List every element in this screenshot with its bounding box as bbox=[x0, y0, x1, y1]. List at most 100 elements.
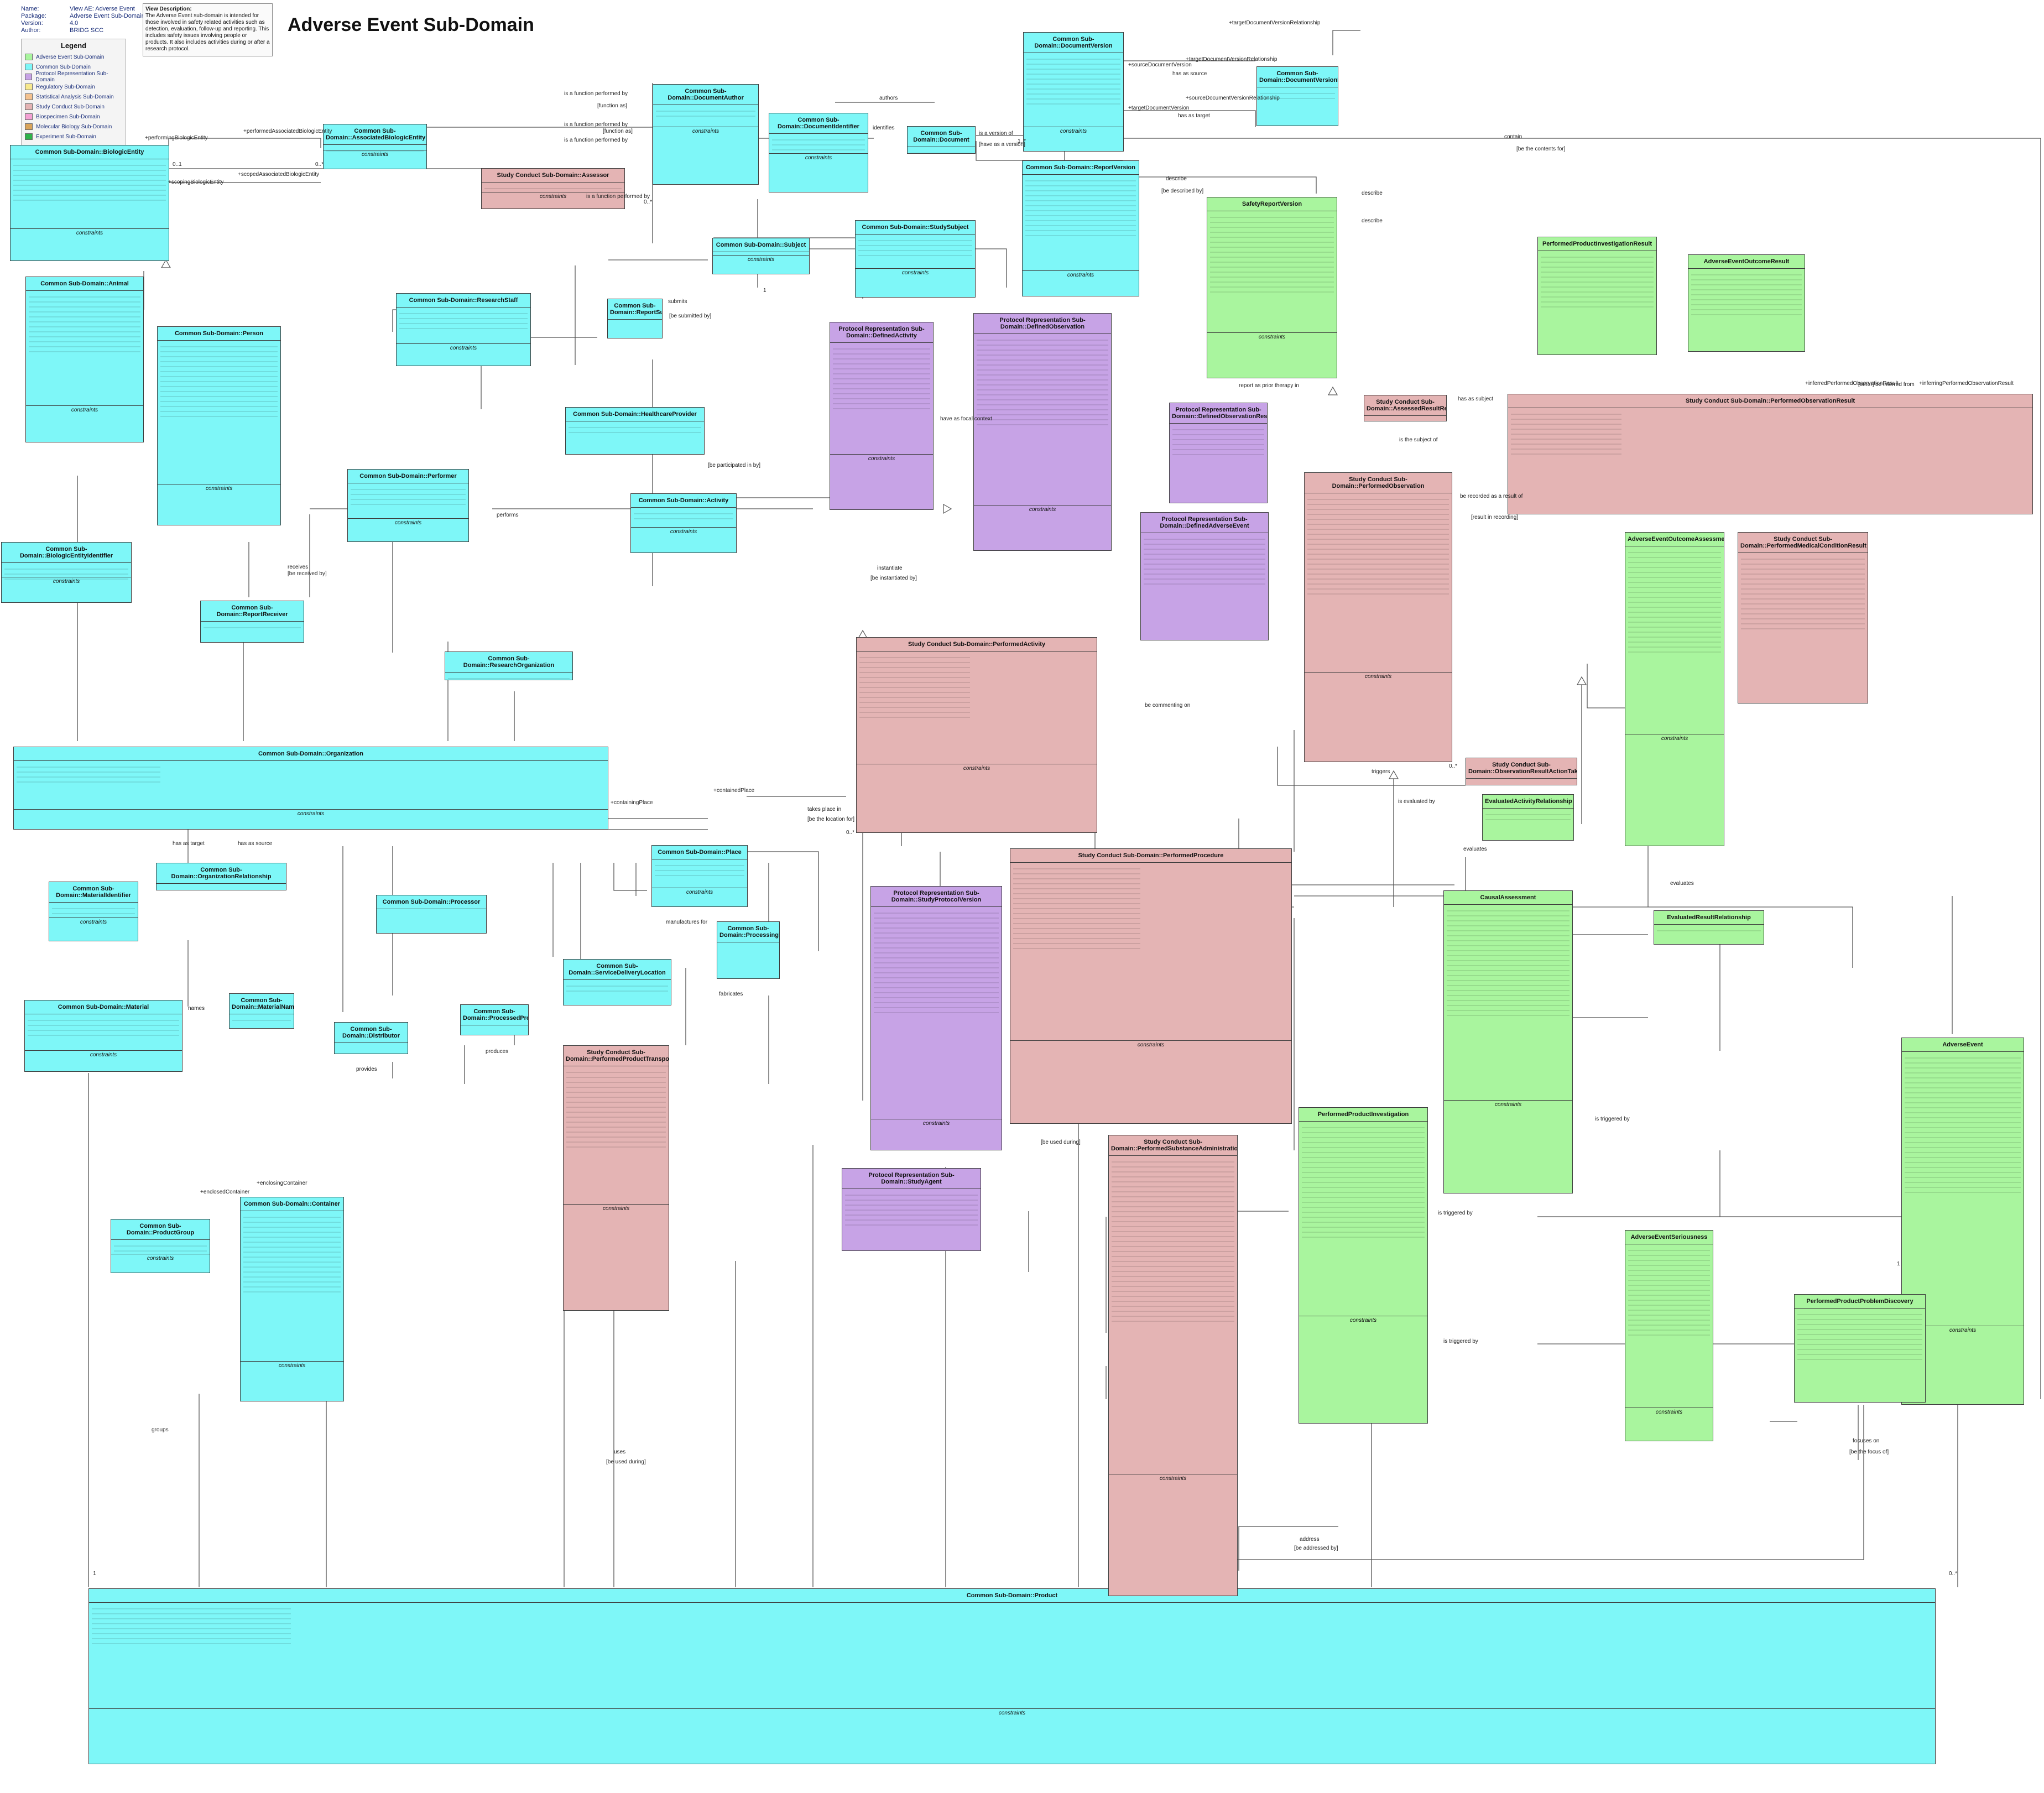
assoc-label: [be addressed by] bbox=[1294, 1545, 1338, 1551]
class-processing-site[interactable]: Common Sub-Domain::ProcessingSite bbox=[717, 921, 780, 979]
link-line bbox=[1206, 1405, 1864, 1560]
class-product-group[interactable]: Common Sub-Domain::ProductGroup constrai… bbox=[111, 1219, 210, 1273]
assoc-label: [be submitted by] bbox=[669, 313, 712, 319]
class-product[interactable]: Common Sub-Domain::Product constraints bbox=[88, 1588, 1936, 1764]
assoc-label: +sourceDocumentVersion bbox=[1128, 62, 1192, 68]
class-biologic-entity[interactable]: Common Sub-Domain::BiologicEntity constr… bbox=[10, 145, 169, 261]
class-person[interactable]: Common Sub-Domain::Person constraints bbox=[157, 326, 281, 525]
assoc-label: produces bbox=[486, 1049, 509, 1055]
class-report-version[interactable]: Common Sub-Domain::ReportVersion constra… bbox=[1022, 160, 1139, 296]
class-adverse-event-outcome-assessment[interactable]: AdverseEventOutcomeAssessment constraint… bbox=[1625, 532, 1724, 846]
class-performed-product-problem-discovery[interactable]: PerformedProductProblemDiscovery bbox=[1794, 1294, 1926, 1403]
class-adverse-event-outcome-result[interactable]: AdverseEventOutcomeResult bbox=[1688, 254, 1805, 352]
multiplicity-label: 1 bbox=[1897, 1261, 1900, 1267]
class-performed-product-investigation-result[interactable]: PerformedProductInvestigationResult bbox=[1537, 237, 1657, 355]
assoc-label: be recorded as a result of bbox=[1460, 493, 1523, 499]
class-study-agent[interactable]: Protocol Representation Sub-Domain::Stud… bbox=[842, 1168, 981, 1251]
class-material[interactable]: Common Sub-Domain::Material constraints bbox=[24, 1000, 182, 1072]
legend-swatch bbox=[25, 74, 33, 80]
assoc-label: +targetDocumentVersionRelationship bbox=[1229, 20, 1321, 26]
assoc-label: [be used during] bbox=[1041, 1139, 1081, 1145]
assoc-label: manufactures for bbox=[666, 919, 708, 925]
class-defined-observation[interactable]: Protocol Representation Sub-Domain::Defi… bbox=[973, 313, 1112, 551]
assoc-label: address bbox=[1300, 1536, 1320, 1542]
class-adverse-event-seriousness[interactable]: AdverseEventSeriousness constraints bbox=[1625, 1230, 1713, 1441]
legend-item: Biospecimen Sub-Domain bbox=[25, 112, 122, 122]
class-performed-observation[interactable]: Study Conduct Sub-Domain::PerformedObser… bbox=[1304, 472, 1452, 762]
legend-swatch bbox=[25, 113, 33, 120]
assoc-label: is a function performed by bbox=[564, 137, 628, 143]
assoc-label: have as focal context bbox=[940, 416, 992, 422]
class-container[interactable]: Common Sub-Domain::Container constraints bbox=[240, 1197, 344, 1401]
assoc-label: fabricates bbox=[719, 991, 743, 997]
class-performed-procedure[interactable]: Study Conduct Sub-Domain::PerformedProce… bbox=[1010, 848, 1292, 1124]
class-activity[interactable]: Common Sub-Domain::Activity constraints bbox=[630, 493, 737, 553]
class-performed-product-investigation[interactable]: PerformedProductInvestigation constraint… bbox=[1299, 1107, 1428, 1424]
class-assessed-result-relationship[interactable]: Study Conduct Sub-Domain::AssessedResult… bbox=[1364, 395, 1447, 421]
class-evaluated-result-relationship[interactable]: EvaluatedResultRelationship bbox=[1654, 910, 1764, 945]
assoc-label: contain bbox=[1504, 134, 1522, 140]
assoc-label: +containingPlace bbox=[611, 800, 653, 806]
class-animal[interactable]: Common Sub-Domain::Animal constraints bbox=[25, 277, 144, 442]
class-observation-result-action-taken-relationship[interactable]: Study Conduct Sub-Domain::ObservationRes… bbox=[1466, 758, 1577, 785]
class-performed-substance-administration[interactable]: Study Conduct Sub-Domain::PerformedSubst… bbox=[1108, 1135, 1238, 1596]
assoc-label: +scopedAssociatedBiologicEntity bbox=[238, 171, 320, 178]
class-processor[interactable]: Common Sub-Domain::Processor bbox=[376, 895, 487, 934]
class-document-version-relationship[interactable]: Common Sub-Domain::DocumentVersionRelati… bbox=[1256, 66, 1338, 126]
class-document-version[interactable]: Common Sub-Domain::DocumentVersion const… bbox=[1023, 32, 1124, 152]
class-research-organization[interactable]: Common Sub-Domain::ResearchOrganization bbox=[445, 651, 573, 680]
assoc-label: report as prior therapy in bbox=[1239, 383, 1299, 389]
class-document-identifier[interactable]: Common Sub-Domain::DocumentIdentifier co… bbox=[769, 113, 868, 192]
class-report-submitter[interactable]: Common Sub-Domain::ReportSubmitter bbox=[607, 299, 663, 338]
class-causal-assessment[interactable]: CausalAssessment constraints bbox=[1443, 890, 1573, 1193]
class-defined-observation-result[interactable]: Protocol Representation Sub-Domain::Defi… bbox=[1169, 403, 1268, 503]
assoc-label: evaluates bbox=[1463, 846, 1487, 852]
class-biologic-entity-identifier[interactable]: Common Sub-Domain::BiologicEntityIdentif… bbox=[1, 542, 132, 603]
assoc-label: [be described by] bbox=[1161, 188, 1204, 194]
assoc-label: has as target bbox=[1178, 113, 1210, 119]
assoc-label: uses bbox=[614, 1449, 626, 1455]
class-organization[interactable]: Common Sub-Domain::Organization constrai… bbox=[13, 747, 608, 830]
class-material-identifier[interactable]: Common Sub-Domain::MaterialIdentifier co… bbox=[49, 882, 138, 941]
legend: Legend Adverse Event Sub-Domain Common S… bbox=[21, 39, 126, 160]
class-healthcare-provider[interactable]: Common Sub-Domain::HealthcareProvider bbox=[565, 407, 705, 455]
link-line bbox=[747, 851, 819, 951]
class-processed-product[interactable]: Common Sub-Domain::ProcessedProduct bbox=[460, 1004, 529, 1035]
class-performed-product-transport[interactable]: Study Conduct Sub-Domain::PerformedProdu… bbox=[563, 1045, 669, 1311]
class-place[interactable]: Common Sub-Domain::Place constraints bbox=[651, 845, 748, 907]
assoc-label: +enclosedContainer bbox=[200, 1189, 250, 1195]
class-service-delivery-location[interactable]: Common Sub-Domain::ServiceDeliveryLocati… bbox=[563, 959, 671, 1005]
legend-swatch bbox=[25, 64, 33, 70]
class-study-subject[interactable]: Common Sub-Domain::StudySubject constrai… bbox=[855, 220, 976, 298]
class-document-author[interactable]: Common Sub-Domain::DocumentAuthor constr… bbox=[653, 84, 759, 185]
class-adverse-event[interactable]: AdverseEvent constraints bbox=[1901, 1038, 2024, 1405]
class-subject[interactable]: Common Sub-Domain::Subject constraints bbox=[712, 238, 810, 274]
multiplicity-label: 1 bbox=[93, 1571, 96, 1577]
class-performer[interactable]: Common Sub-Domain::Performer constraints bbox=[347, 469, 469, 542]
link-line bbox=[1277, 747, 1466, 786]
class-distributor[interactable]: Common Sub-Domain::Distributor bbox=[334, 1022, 408, 1054]
assoc-label: is triggered by bbox=[1443, 1338, 1478, 1344]
class-evaluated-activity-relationship[interactable]: EvaluatedActivityRelationship bbox=[1482, 794, 1574, 841]
class-assessor[interactable]: Study Conduct Sub-Domain::Assessor const… bbox=[481, 168, 625, 209]
class-defined-activity[interactable]: Protocol Representation Sub-Domain::Defi… bbox=[830, 322, 934, 510]
assoc-label: receives bbox=[288, 564, 309, 570]
assoc-label: +sourceDocumentVersionRelationship bbox=[1186, 95, 1280, 101]
class-defined-adverse-event[interactable]: Protocol Representation Sub-Domain::Defi… bbox=[1140, 512, 1269, 640]
multiplicity-label: 1..* bbox=[1018, 138, 1026, 144]
class-safety-report-version[interactable]: SafetyReportVersion constraints bbox=[1207, 197, 1337, 378]
class-associated-biologic-entity[interactable]: Common Sub-Domain::AssociatedBiologicEnt… bbox=[323, 124, 427, 169]
class-research-staff[interactable]: Common Sub-Domain::ResearchStaff constra… bbox=[396, 293, 531, 366]
class-organization-relationship[interactable]: Common Sub-Domain::OrganizationRelations… bbox=[156, 863, 286, 890]
link-line bbox=[168, 138, 321, 169]
class-performed-observation-result[interactable]: Study Conduct Sub-Domain::PerformedObser… bbox=[1508, 394, 2033, 514]
generalization-arrow bbox=[943, 503, 952, 514]
class-performed-medical-condition-result[interactable]: Study Conduct Sub-Domain::PerformedMedic… bbox=[1738, 532, 1868, 703]
assoc-label: +inferringPerformedObservationResult bbox=[1919, 381, 2014, 387]
class-study-protocol-version[interactable]: Protocol Representation Sub-Domain::Stud… bbox=[870, 886, 1002, 1150]
class-document[interactable]: Common Sub-Domain::Document bbox=[907, 126, 976, 154]
assoc-label: evaluates bbox=[1670, 880, 1694, 887]
class-report-receiver[interactable]: Common Sub-Domain::ReportReceiver bbox=[200, 601, 304, 643]
class-material-name[interactable]: Common Sub-Domain::MaterialName bbox=[229, 993, 294, 1029]
class-performed-activity[interactable]: Study Conduct Sub-Domain::PerformedActiv… bbox=[856, 637, 1097, 833]
